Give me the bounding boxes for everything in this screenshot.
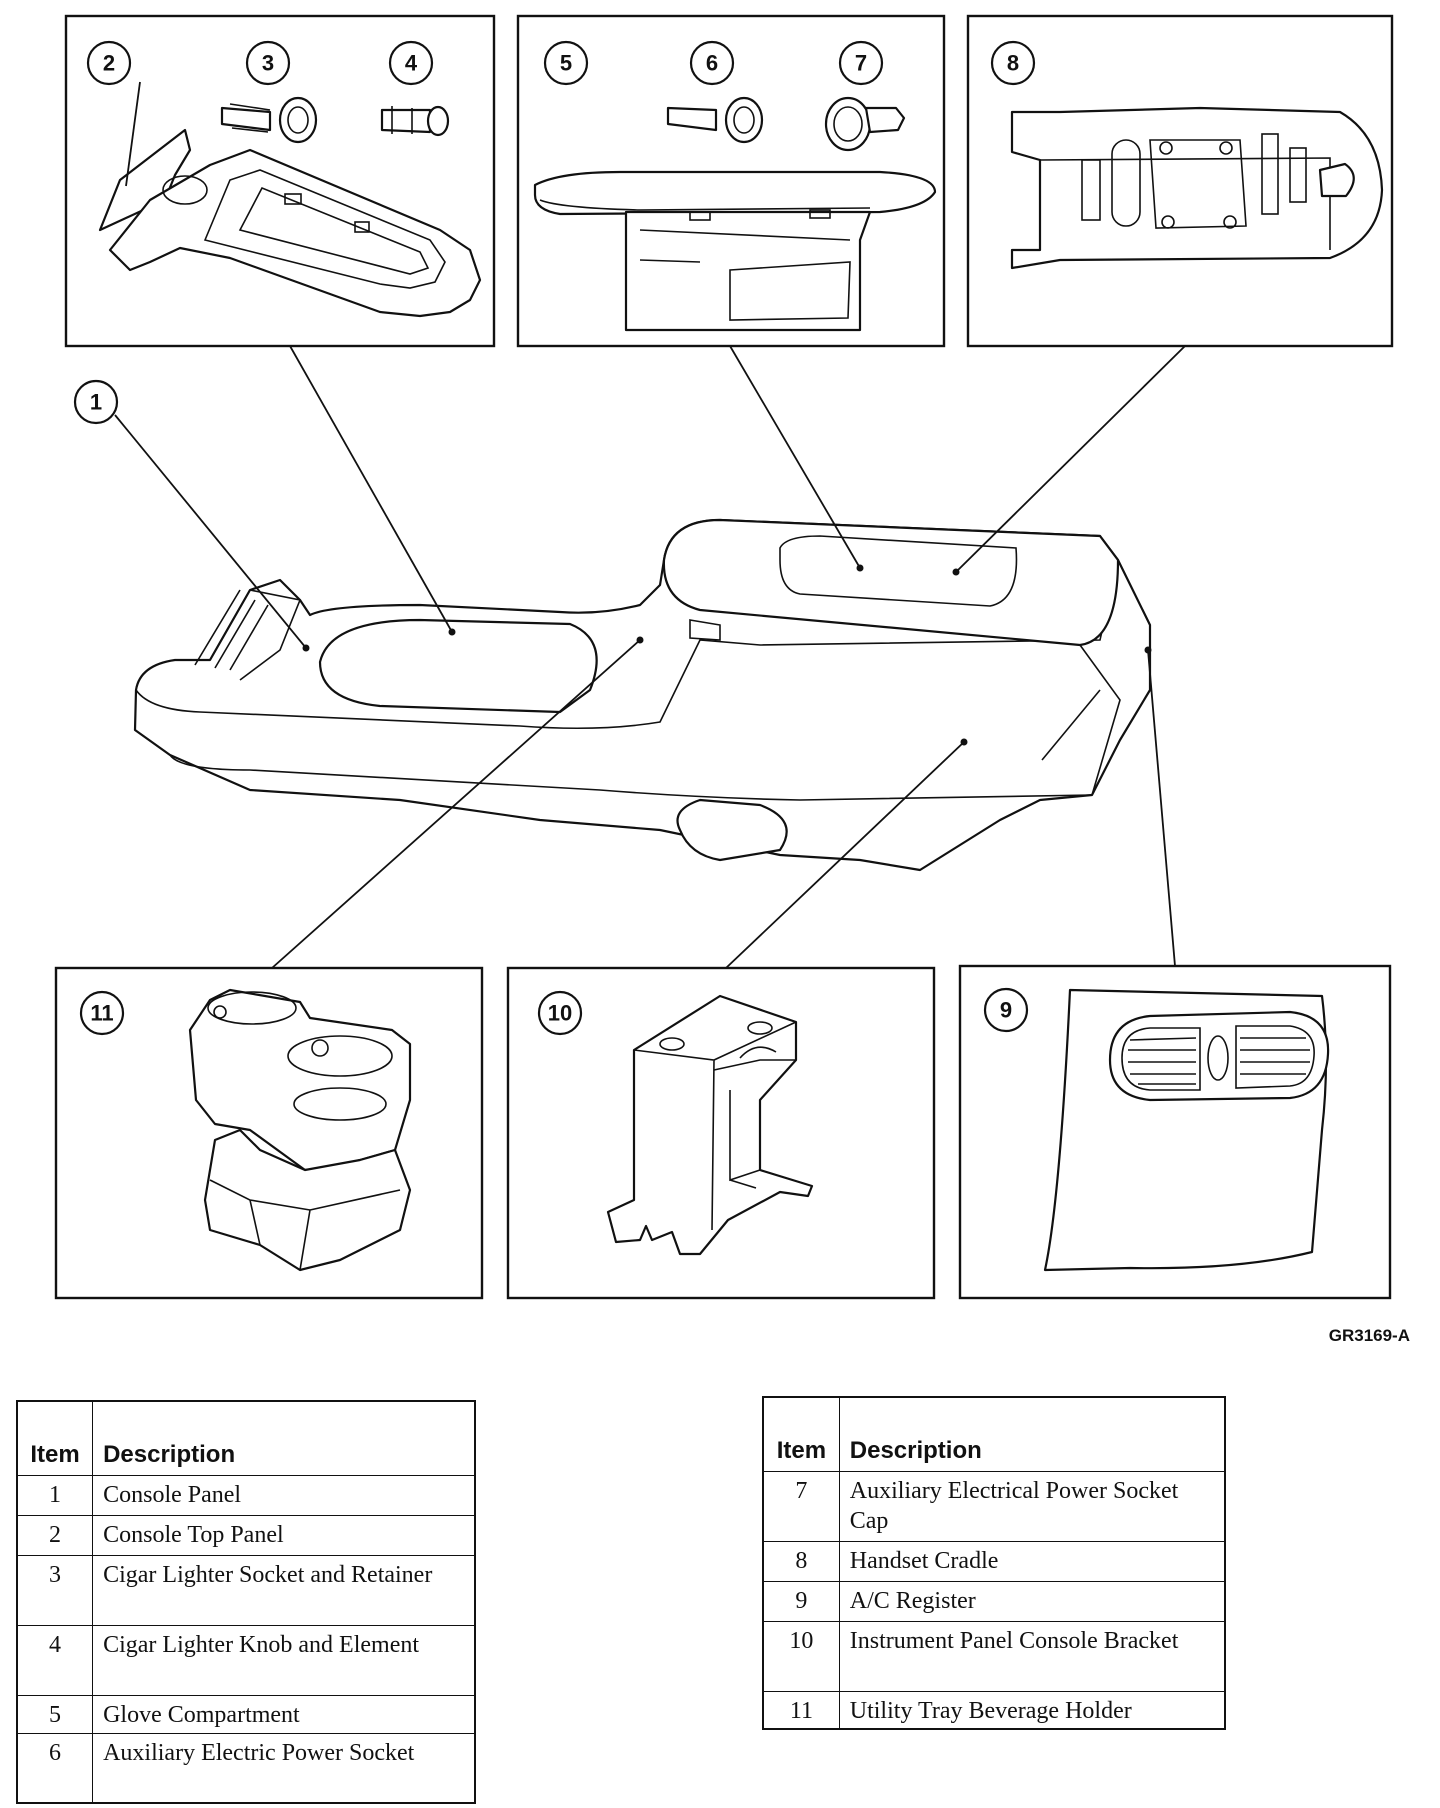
legend-item-description: Auxiliary Electrical Power Socket Cap [838,1470,1226,1542]
callout-5: 5 [543,40,589,86]
callout-8: 8 [990,40,1036,86]
callout-2-label: 2 [103,51,115,76]
legend-item-number: 3 [16,1554,94,1626]
callout-7-label: 7 [855,51,867,76]
socket-cap-drawing [824,96,906,152]
callout-3: 3 [245,40,291,86]
aux-power-socket-drawing [666,96,764,144]
callout-6: 6 [689,40,735,86]
table-row: 5 Glove Compartment [16,1694,476,1734]
legend-table-left: Item Description 1 Console Panel 2 Conso… [16,1400,476,1804]
handset-cradle-drawing [1010,106,1384,270]
glove-compartment-drawing [533,170,937,332]
table-row: 1 Console Panel [16,1474,476,1516]
table-row: 2 Console Top Panel [16,1514,476,1556]
figure-id-text: GR3169-A [1328,1326,1410,1345]
console-top-panel-drawing [98,128,482,318]
console-bracket-drawing [606,994,814,1256]
legend-item-number: 6 [16,1732,94,1804]
callout-5-label: 5 [560,51,572,76]
table-row: 3 Cigar Lighter Socket and Retainer [16,1554,476,1626]
callout-7: 7 [838,40,884,86]
legend-left-header-item: Item [16,1400,94,1476]
callout-4-label: 4 [405,51,418,76]
console-exploded-diagram: 1 2 3 4 5 6 7 8 9 10 11 GR3169-A [54,14,1394,1300]
legend-item-number: 1 [16,1474,94,1516]
table-row: 4 Cigar Lighter Knob and Element [16,1624,476,1696]
leader-lines [114,81,1186,969]
legend-item-number: 5 [16,1694,94,1734]
legend-item-description: Console Panel [92,1474,476,1516]
callout-6-label: 6 [706,51,718,76]
legend-item-number: 4 [16,1624,94,1696]
legend-item-description: Cigar Lighter Knob and Element [92,1624,476,1696]
callout-3-label: 3 [262,51,274,76]
legend-right-header-description: Description [838,1396,1226,1472]
legend-item-description: Console Top Panel [92,1514,476,1556]
legend-item-number: 9 [762,1580,840,1622]
legend-item-number: 8 [762,1540,840,1582]
main-console-drawing [133,518,1152,872]
figure-id-block: GR3169-A [1200,1326,1410,1346]
legend-item-description: Cigar Lighter Socket and Retainer [92,1554,476,1626]
table-row: 6 Auxiliary Electric Power Socket [16,1732,476,1804]
callout-1-label: 1 [90,390,102,415]
legend-left-header-description: Description [92,1400,476,1476]
legend-item-description: Instrument Panel Console Bracket [838,1620,1226,1692]
callout-1: 1 [73,379,119,425]
legend-item-description: Utility Tray Beverage Holder [838,1690,1226,1729]
callout-9-label: 9 [1000,998,1012,1023]
table-row: 9 A/C Register [762,1580,1226,1622]
legend-right-header-item: Item [762,1396,840,1472]
legend-item-number: 2 [16,1514,94,1556]
table-row: 10 Instrument Panel Console Bracket [762,1620,1226,1692]
callout-11-label: 11 [90,1001,113,1026]
legend-item-description: A/C Register [838,1580,1226,1622]
legend-item-description: Glove Compartment [92,1694,476,1734]
cigar-lighter-knob-drawing [380,105,450,137]
ac-register-drawing [1043,988,1330,1272]
beverage-holder-drawing [188,988,412,1272]
legend-item-number: 7 [762,1470,840,1542]
callout-8-label: 8 [1007,51,1019,76]
callout-2: 2 [86,40,132,86]
table-row: 8 Handset Cradle [762,1540,1226,1582]
legend-item-number: 11 [762,1690,840,1729]
callout-11: 11 [79,990,125,1036]
legend-table-right: Item Description 7 Auxiliary Electrical … [762,1396,1226,1730]
legend-item-description: Handset Cradle [838,1540,1226,1582]
cigar-lighter-socket-drawing [220,96,318,144]
table-row: 7 Auxiliary Electrical Power Socket Cap [762,1470,1226,1542]
legend-item-description: Auxiliary Electric Power Socket [92,1732,476,1804]
callout-4: 4 [388,40,434,86]
callout-9: 9 [983,987,1029,1033]
callout-10-label: 10 [548,1001,572,1026]
callout-10: 10 [537,990,583,1036]
table-row: 11 Utility Tray Beverage Holder [762,1690,1226,1729]
legend-item-number: 10 [762,1620,840,1692]
